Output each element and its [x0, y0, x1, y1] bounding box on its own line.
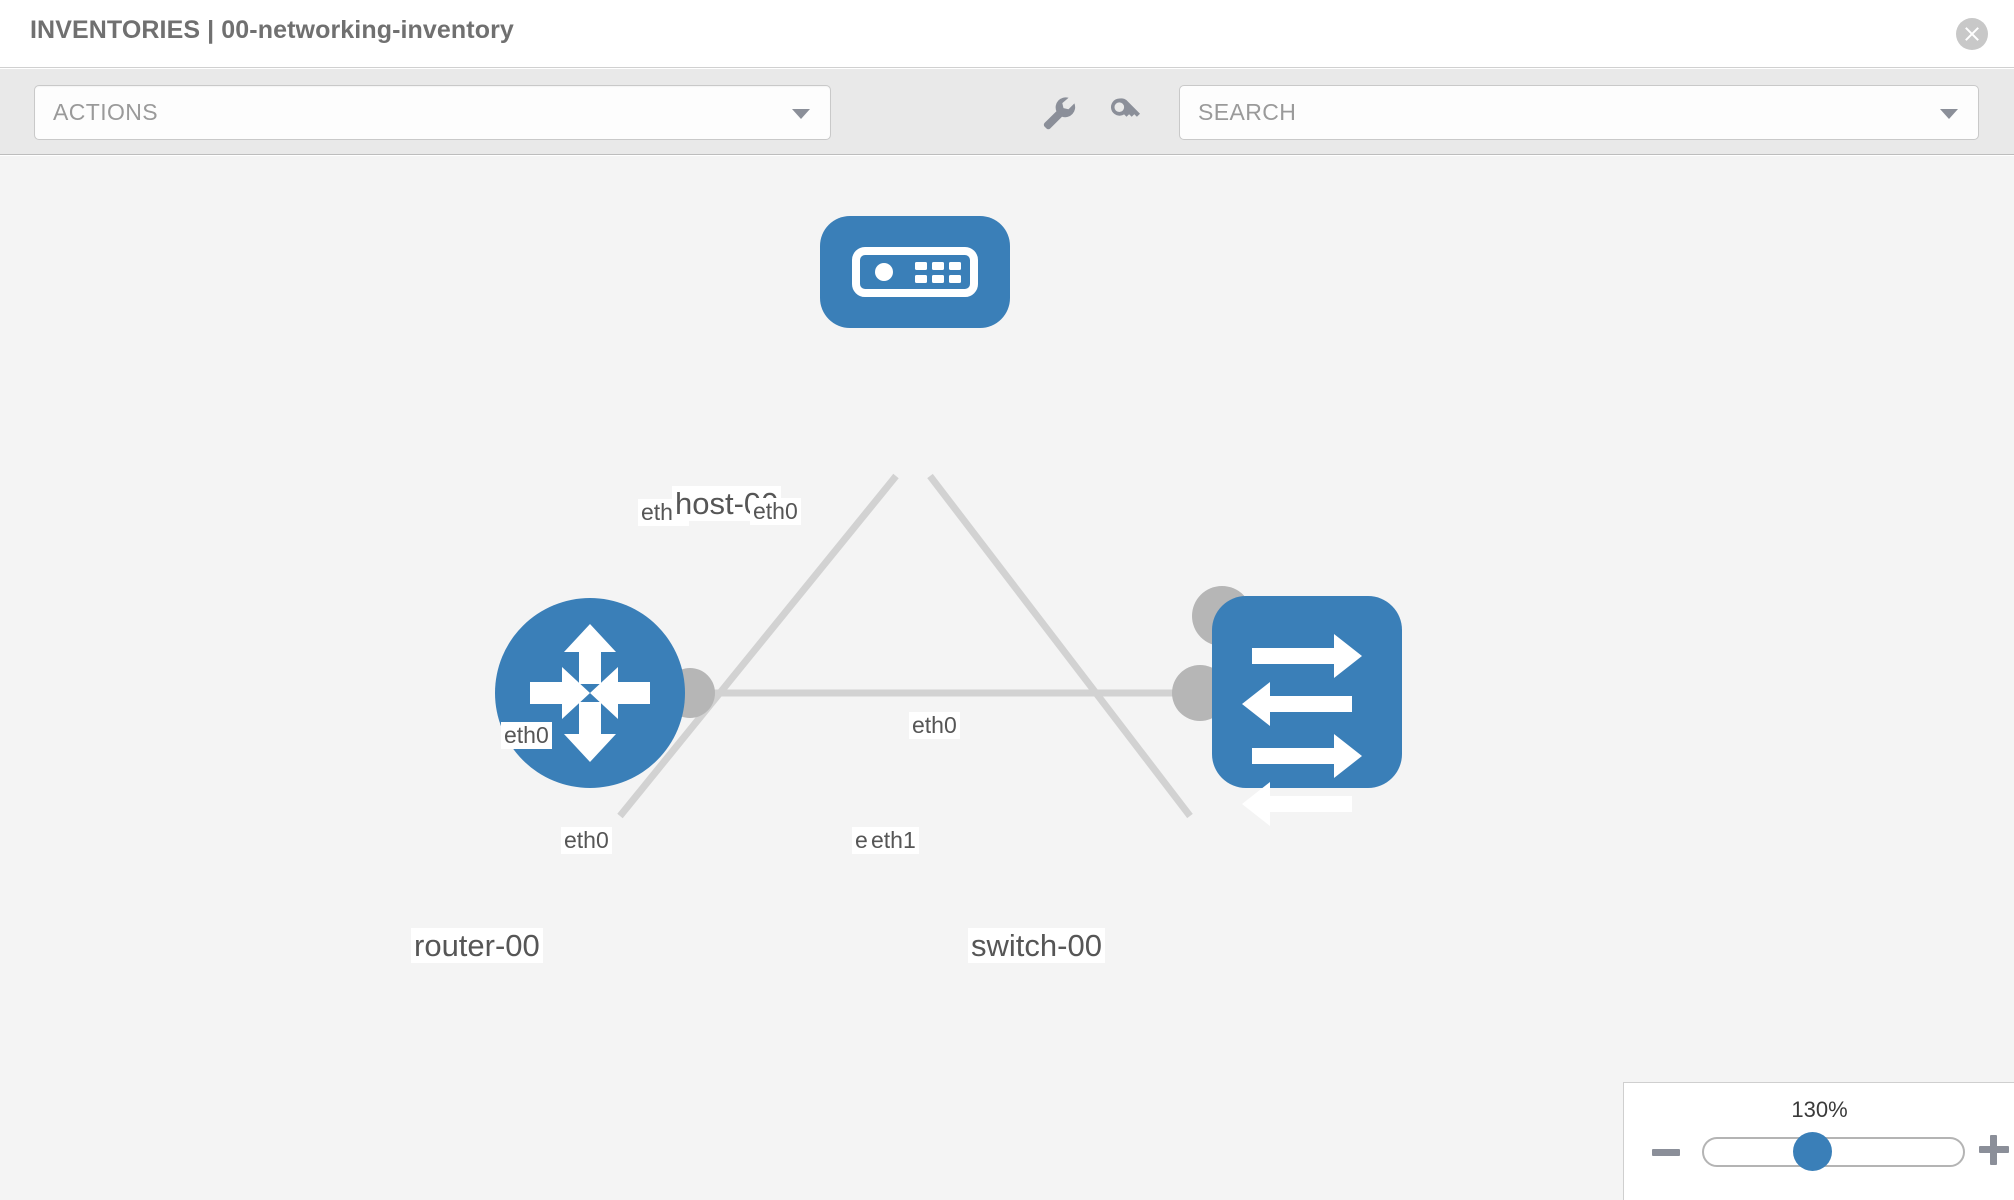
port-label: eth0 [909, 712, 960, 739]
zoom-slider[interactable] [1702, 1137, 1965, 1167]
node-label-router-00: router-00 [411, 928, 543, 963]
port-label: eth1 [868, 827, 919, 854]
search-input[interactable]: SEARCH [1179, 85, 1979, 140]
actions-dropdown[interactable]: ACTIONS [34, 85, 831, 140]
search-placeholder: SEARCH [1198, 99, 1297, 125]
topology-canvas[interactable]: eth0 host-00 eth0 eth0 eth0 eth0 eth0 et… [0, 156, 2014, 1200]
port-label: eth0 [561, 827, 612, 854]
page-title: INVENTORIES | 00-networking-inventory [30, 16, 514, 44]
zoom-level-value: 130% [1791, 1097, 1848, 1122]
topology-graph [495, 216, 1402, 826]
router-icon [530, 624, 650, 762]
topology-node-switch-00 [1212, 596, 1402, 826]
zoom-control-panel: 130% [1623, 1082, 2014, 1200]
topology-links [617, 473, 1210, 819]
wrench-icon[interactable] [1036, 91, 1078, 133]
chevron-down-icon [1940, 109, 1958, 119]
key-icon[interactable] [1104, 91, 1146, 133]
topology-node-router-00 [495, 598, 685, 788]
plus-icon[interactable] [1979, 1135, 2009, 1165]
topology-toolbar: ACTIONS SEARCH [0, 69, 2014, 155]
zoom-slider-thumb[interactable] [1793, 1132, 1832, 1171]
port-label: eth0 [750, 498, 801, 525]
server-icon [852, 247, 978, 297]
topology-node-host-00 [820, 216, 1010, 328]
window-titlebar: INVENTORIES | 00-networking-inventory [0, 0, 2014, 68]
minus-icon[interactable] [1652, 1149, 1680, 1156]
close-icon[interactable] [1956, 18, 1988, 50]
switch-icon [1242, 634, 1362, 826]
port-label: eth0 [501, 722, 552, 749]
actions-dropdown-label: ACTIONS [53, 99, 159, 125]
node-label-switch-00: switch-00 [968, 928, 1105, 963]
chevron-down-icon [792, 109, 810, 119]
